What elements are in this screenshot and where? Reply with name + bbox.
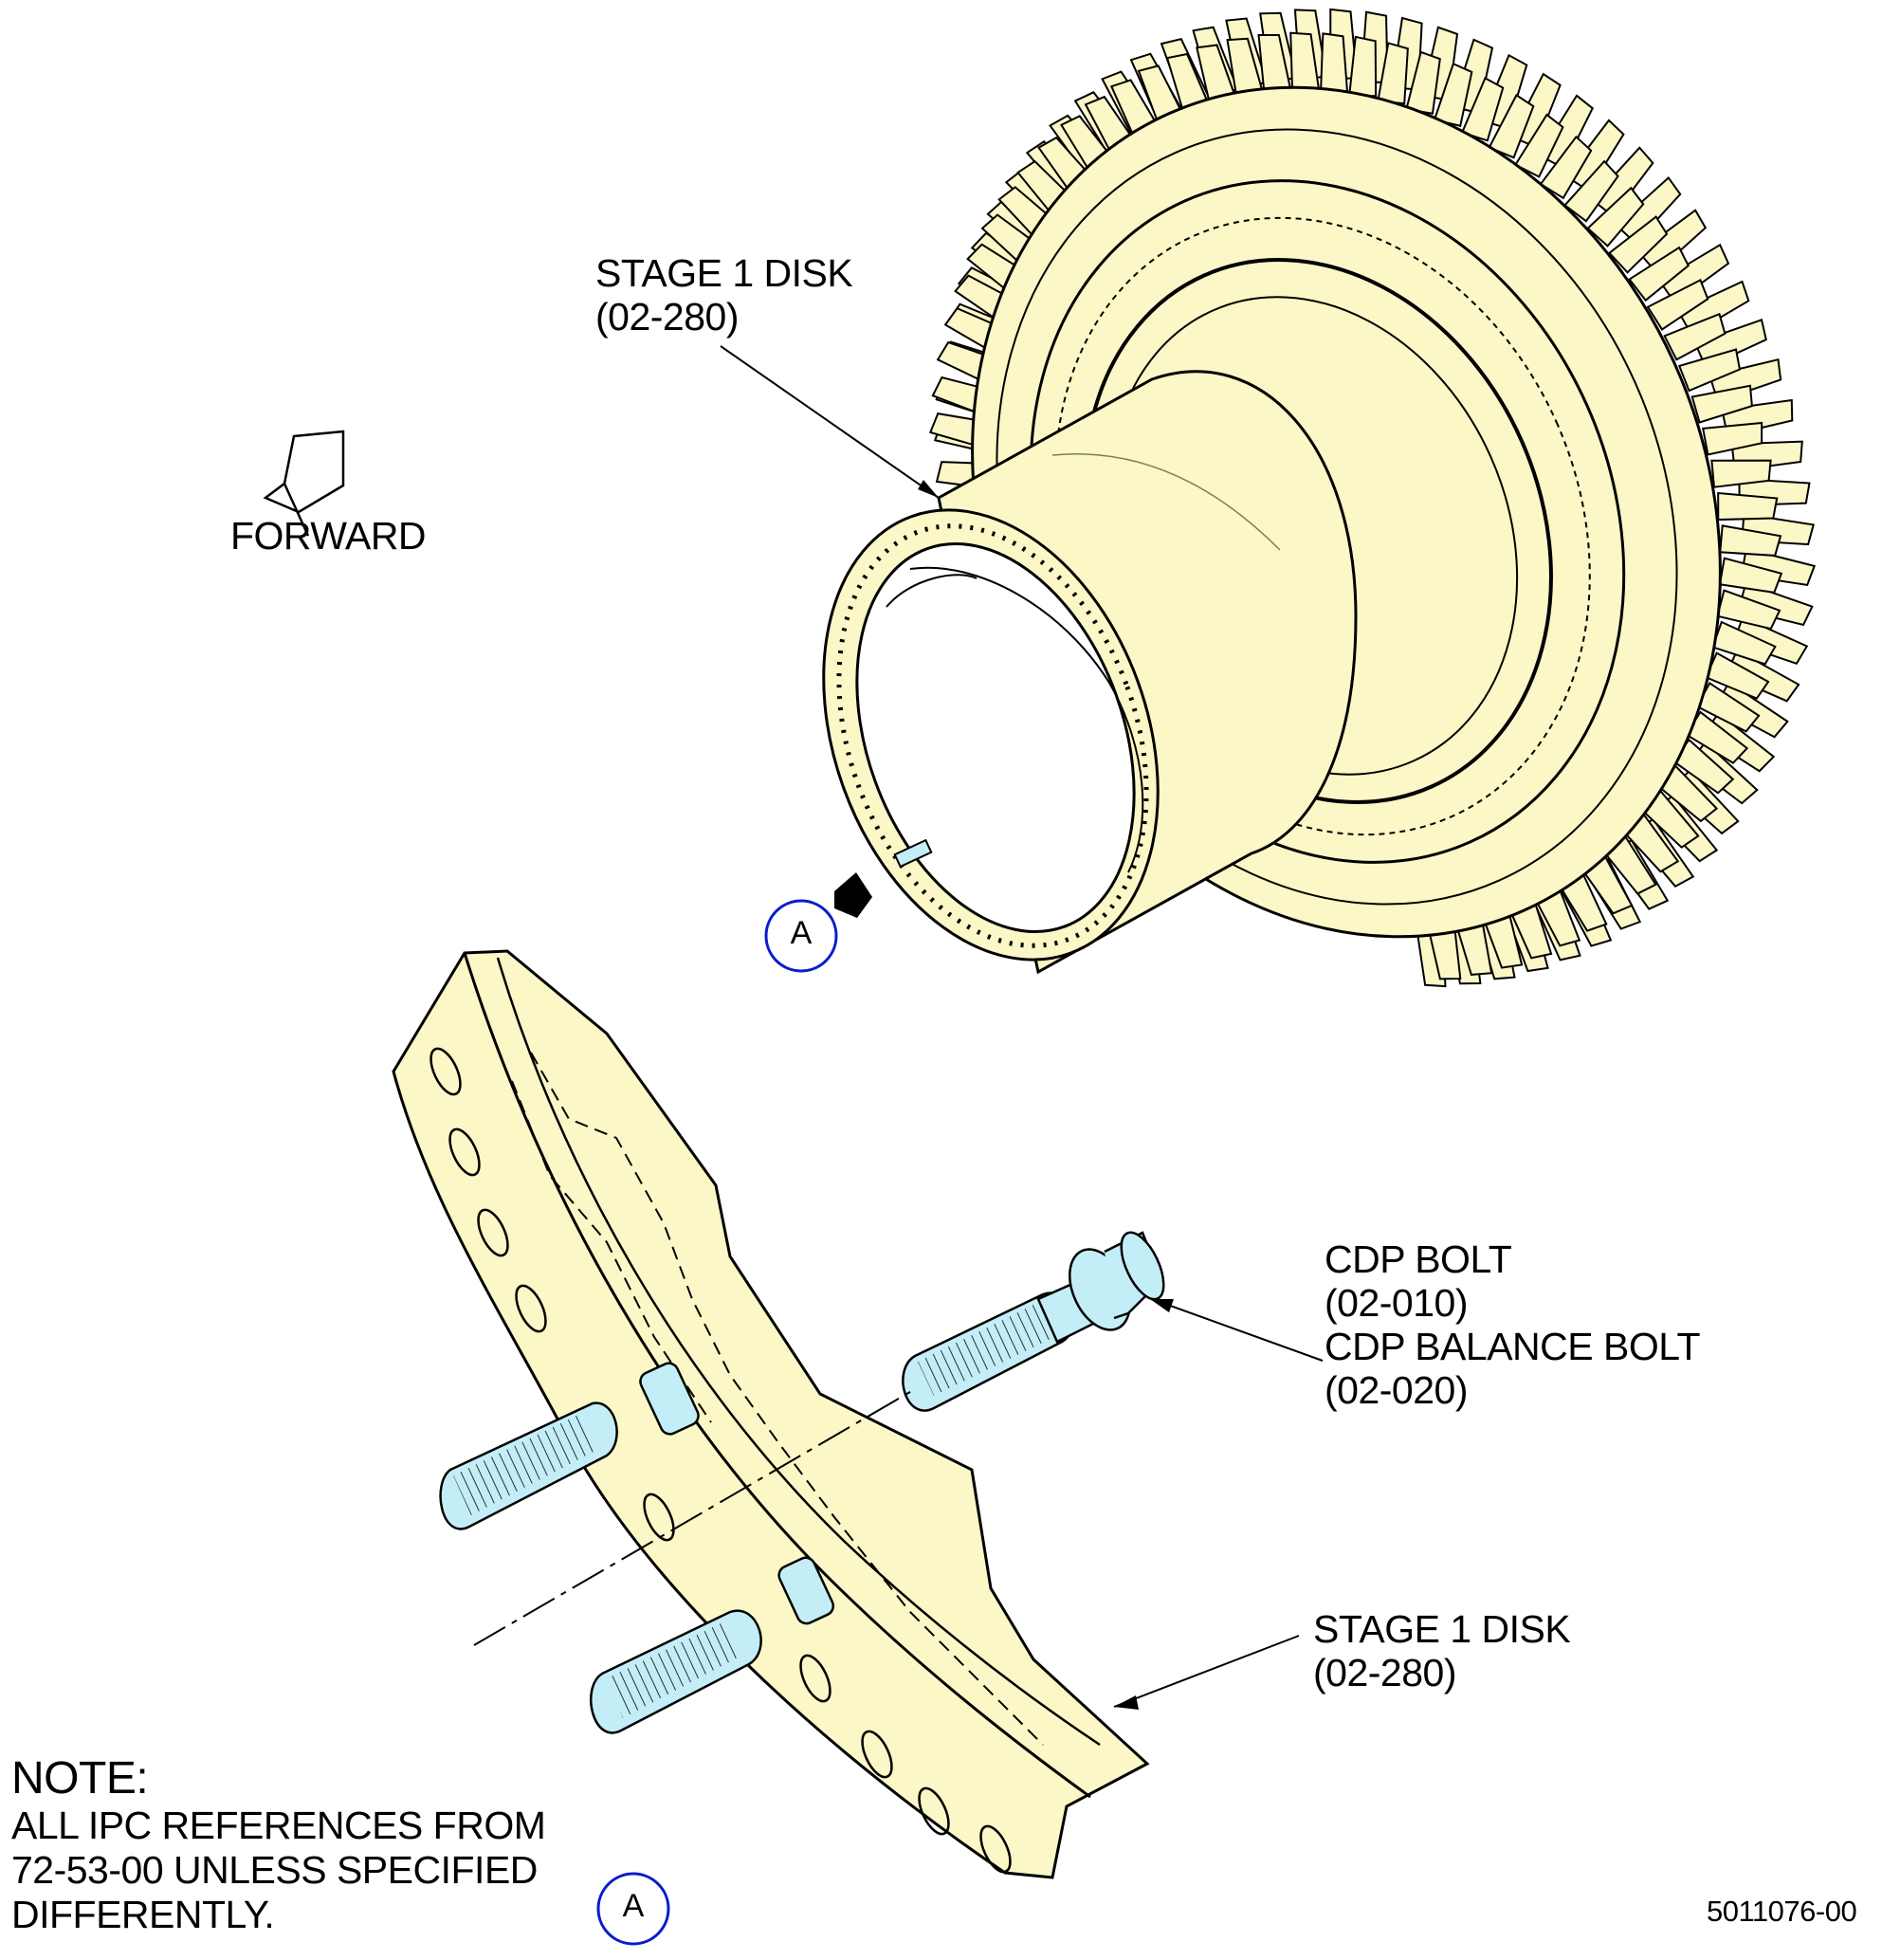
installed-stud-upper [439, 1362, 700, 1530]
view-marker-main-letter: A [790, 915, 813, 951]
flange-segment-body [392, 949, 1150, 1879]
note-line: 72-53-00 UNLESS SPECIFIED [11, 1848, 538, 1892]
leader-stage1-disk-top [720, 345, 940, 499]
flange-bolt-hole [515, 1284, 547, 1333]
turbine-blade [1563, 159, 1619, 223]
leader-arrowhead-stage1-top [918, 480, 939, 498]
turbine-blade [1628, 246, 1690, 302]
callout-stage1-disk-detail-name: STAGE 1 DISK [1313, 1607, 1571, 1651]
turbine-blade [1607, 215, 1669, 274]
cdp-bolt-exploded [902, 1231, 1165, 1412]
forward-flange-holes [836, 523, 1149, 948]
view-marker-detail-letter: A [622, 1888, 645, 1924]
turbine-blade [1710, 459, 1772, 488]
rotor-assembly [822, 8, 1817, 988]
callout-stage1-disk-top-name: STAGE 1 DISK [595, 251, 853, 295]
callout-cdp-bolt-ref: (02-010) [1325, 1281, 1468, 1325]
turbine-blade [1488, 93, 1535, 159]
flange-bolt-hole [477, 1208, 509, 1257]
turbine-blade [1539, 135, 1593, 200]
hidden-lines-2 [511, 1080, 712, 1423]
turbine-blade [1586, 186, 1645, 247]
flange-bolt-hole [799, 1654, 831, 1703]
disk-ring-bolt-circle [1054, 216, 1591, 836]
note-block: NOTE: ALL IPC REFERENCES FROM 72-53-00 U… [11, 1753, 546, 1937]
flange-bolt-hole [448, 1127, 481, 1177]
turbine-blade [1717, 491, 1779, 522]
view-a-arrow [834, 872, 872, 918]
flange-face-edge-inner [496, 957, 1101, 1747]
flange-bolt-hole [429, 1047, 462, 1096]
bore-interior [909, 566, 1144, 873]
note-line: ALL IPC REFERENCES FROM [11, 1804, 546, 1847]
turbine-blade [1690, 384, 1753, 424]
turbine-blade [1646, 278, 1709, 331]
view-marker-main-circle [764, 899, 838, 973]
note-line: DIFFERENTLY. [11, 1893, 275, 1936]
flange-bolt-view-a [893, 838, 933, 869]
flange-bolt-hole [918, 1786, 950, 1836]
turbine-blade [1663, 312, 1727, 361]
leader-cdp-bolt [1151, 1298, 1324, 1362]
assembly-centerline [473, 1388, 916, 1646]
callout-cdp-bolt-name: CDP BOLT [1325, 1237, 1512, 1281]
turbine-blade [1319, 32, 1349, 94]
flange-bolt-hole [861, 1730, 893, 1779]
flange-bolt-hole [643, 1493, 675, 1542]
disk-arm-shade [1051, 453, 1281, 551]
callout-stage1-disk-top-ref: (02-280) [595, 295, 739, 339]
callout-cdp-balance-bolt-name: CDP BALANCE BOLT [1325, 1325, 1701, 1368]
leader-arrowhead-cdp [1150, 1299, 1174, 1312]
turbine-blade [1719, 524, 1782, 557]
flange-bolt-holes [429, 1047, 1012, 1874]
installed-stud-lower [590, 1556, 835, 1734]
turbine-blade [1513, 113, 1564, 178]
turbine-blade [1702, 421, 1763, 456]
turbine-blade [1677, 348, 1742, 393]
view-marker-detail-circle [596, 1872, 670, 1946]
callout-stage1-disk-detail: STAGE 1 DISK (02-280) [1313, 1607, 1571, 1694]
turbine-blade [1433, 62, 1473, 127]
leader-arrowhead-stage1-detail [1114, 1695, 1139, 1710]
document-number: 5011076-00 [1707, 1895, 1857, 1928]
callout-stage1-disk-detail-ref: (02-280) [1313, 1651, 1456, 1694]
leader-stage1-disk-detail [1113, 1635, 1300, 1708]
detail-a-flange-segment [392, 949, 1150, 1879]
callout-cdp-balance-bolt-ref: (02-020) [1325, 1368, 1468, 1412]
hidden-lines [530, 1052, 1044, 1746]
forward-label: FORWARD [230, 514, 427, 558]
turbine-blade [1460, 77, 1505, 142]
flange-bolt-hole [979, 1824, 1012, 1874]
forward-arrow-icon [263, 430, 345, 537]
callout-stage1-disk-top: STAGE 1 DISK (02-280) [595, 251, 853, 339]
bore-interior-2 [886, 574, 978, 608]
note-title: NOTE: [11, 1753, 149, 1804]
callout-cdp-bolts: CDP BOLT (02-010) CDP BALANCE BOLT (02-0… [1325, 1237, 1701, 1412]
